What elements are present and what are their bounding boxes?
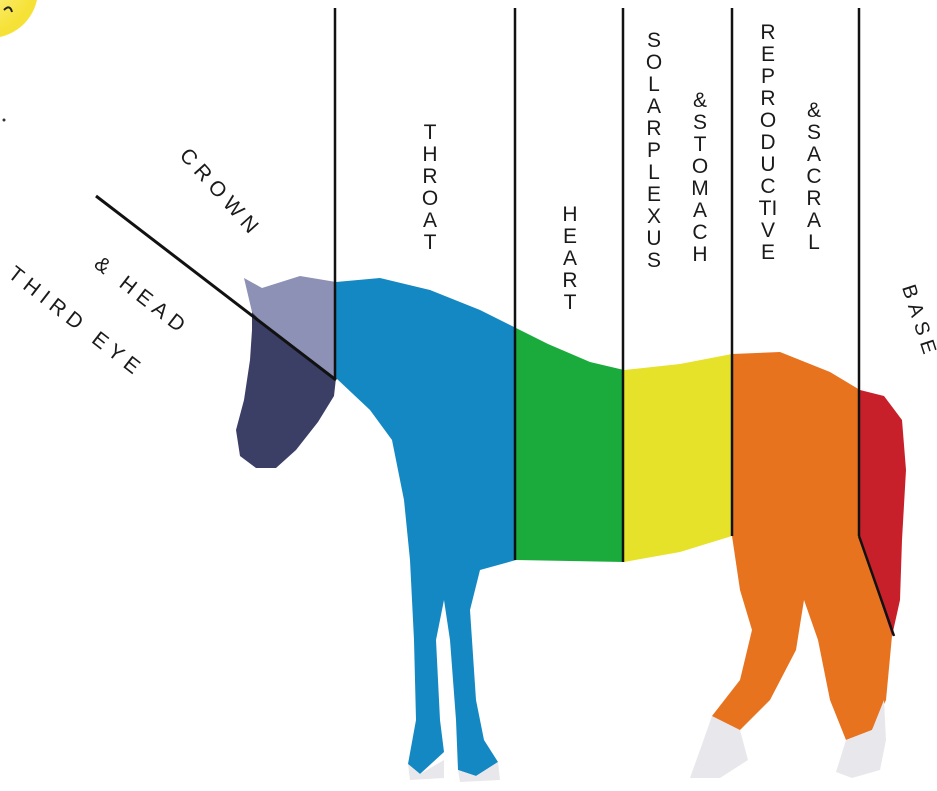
sun-icon bbox=[0, 0, 38, 38]
label-throat: THROAT bbox=[418, 122, 442, 254]
dot-mark bbox=[3, 119, 6, 122]
label-reproductive: REPRODUCTIVE bbox=[756, 22, 780, 264]
label-solar-plexus: SOLAR PLEXUS bbox=[642, 30, 666, 272]
label-stomach: & STOMACH bbox=[688, 90, 712, 266]
horse-heart-section bbox=[516, 328, 624, 562]
label-heart: HEART bbox=[558, 204, 582, 314]
horse-solar-plexus-section bbox=[624, 354, 732, 562]
label-sacral: & SACRAL bbox=[802, 100, 826, 254]
horse-throat-section bbox=[336, 278, 516, 776]
